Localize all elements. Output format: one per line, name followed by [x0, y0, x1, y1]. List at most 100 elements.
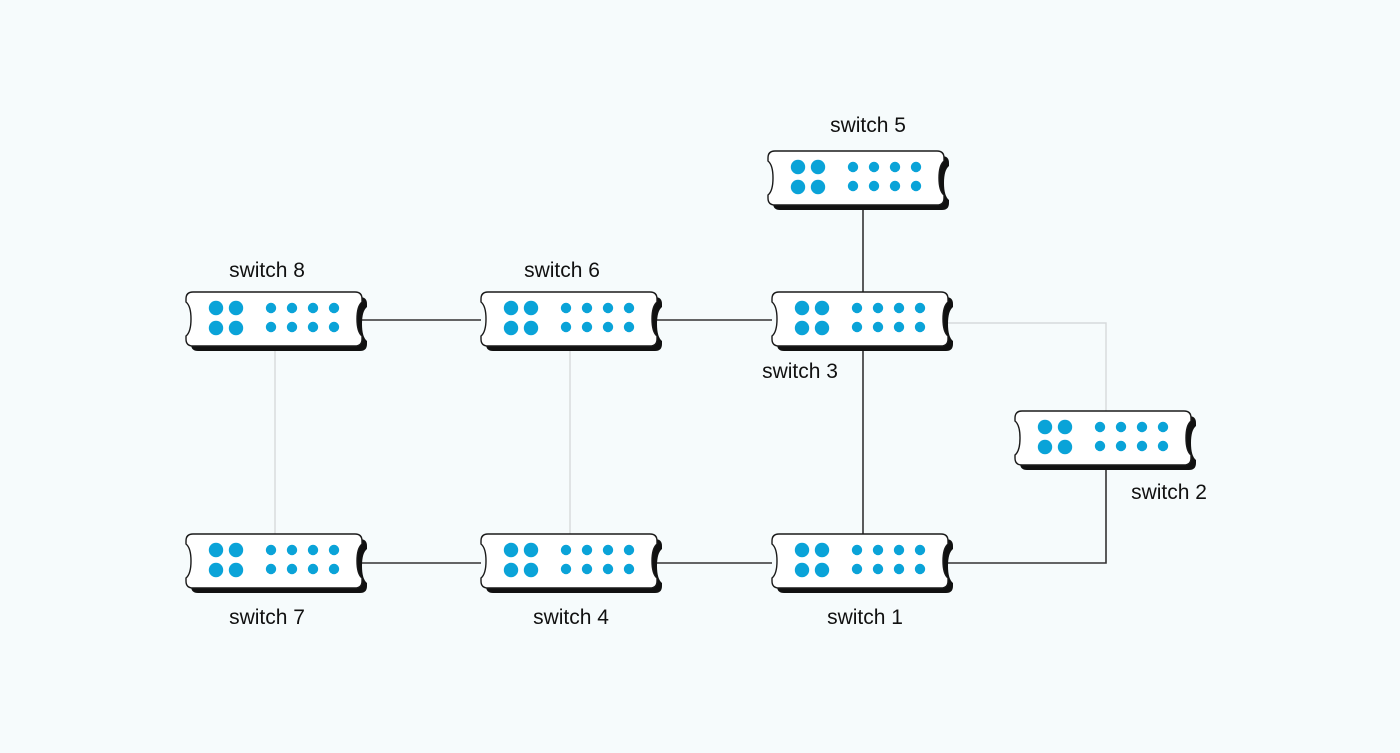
switch-chassis	[767, 150, 945, 206]
uplink-port	[523, 542, 539, 558]
access-port	[265, 563, 277, 575]
switch-label-s5: switch 5	[830, 114, 906, 137]
access-port	[1136, 421, 1148, 433]
access-port	[868, 180, 880, 192]
access-port	[1157, 440, 1169, 452]
access-port	[893, 563, 905, 575]
switch-device-s7[interactable]	[185, 533, 367, 593]
nodes-layer	[185, 150, 1196, 593]
access-port	[851, 321, 863, 333]
access-port	[872, 302, 884, 314]
switch-label-s1: switch 1	[827, 606, 903, 629]
switch-chassis	[480, 533, 658, 589]
access-port	[307, 321, 319, 333]
access-port	[328, 321, 340, 333]
access-port	[1094, 421, 1106, 433]
access-port	[623, 544, 635, 556]
switch-label-s6: switch 6	[524, 259, 600, 282]
access-port	[581, 302, 593, 314]
access-port	[560, 563, 572, 575]
access-port	[1136, 440, 1148, 452]
switch-chassis	[1014, 410, 1192, 466]
uplink-port	[228, 562, 244, 578]
uplink-port	[228, 300, 244, 316]
access-port	[893, 302, 905, 314]
uplink-port	[790, 159, 806, 175]
switch-device-s6[interactable]	[480, 291, 662, 351]
access-port	[307, 302, 319, 314]
access-port	[265, 302, 277, 314]
access-port	[623, 302, 635, 314]
access-port	[307, 544, 319, 556]
access-port	[602, 321, 614, 333]
access-port	[286, 544, 298, 556]
access-port	[328, 302, 340, 314]
access-port	[1157, 421, 1169, 433]
switch-chassis	[185, 533, 363, 589]
access-port	[602, 544, 614, 556]
switch-device-s1[interactable]	[771, 533, 953, 593]
access-port	[893, 544, 905, 556]
uplink-port	[503, 542, 519, 558]
uplink-port	[503, 320, 519, 336]
uplink-port	[794, 542, 810, 558]
access-port	[581, 563, 593, 575]
access-port	[623, 321, 635, 333]
uplink-port	[1037, 439, 1053, 455]
access-port	[910, 161, 922, 173]
access-port	[868, 161, 880, 173]
switch-device-s3[interactable]	[771, 291, 953, 351]
access-port	[889, 180, 901, 192]
uplink-port	[810, 179, 826, 195]
access-port	[889, 161, 901, 173]
switch-device-s2[interactable]	[1014, 410, 1196, 470]
switch-chassis	[185, 291, 363, 347]
access-port	[560, 321, 572, 333]
access-port	[851, 302, 863, 314]
switch-label-s3: switch 3	[762, 360, 838, 383]
access-port	[602, 302, 614, 314]
switch-chassis	[480, 291, 658, 347]
access-port	[872, 563, 884, 575]
uplink-port	[814, 300, 830, 316]
access-port	[328, 563, 340, 575]
uplink-port	[523, 300, 539, 316]
uplink-port	[810, 159, 826, 175]
access-port	[851, 544, 863, 556]
access-port	[623, 563, 635, 575]
uplink-port	[523, 320, 539, 336]
uplink-port	[523, 562, 539, 578]
switch-label-s4: switch 4	[533, 606, 609, 629]
access-port	[1094, 440, 1106, 452]
access-port	[286, 302, 298, 314]
access-port	[265, 321, 277, 333]
switch-device-s8[interactable]	[185, 291, 367, 351]
uplink-port	[814, 562, 830, 578]
access-port	[286, 321, 298, 333]
uplink-port	[794, 320, 810, 336]
uplink-port	[503, 562, 519, 578]
uplink-port	[208, 300, 224, 316]
access-port	[914, 321, 926, 333]
switch-device-s5[interactable]	[767, 150, 949, 210]
switch-chassis	[771, 533, 949, 589]
access-port	[1115, 421, 1127, 433]
uplink-port	[208, 542, 224, 558]
uplink-port	[814, 320, 830, 336]
uplink-port	[794, 562, 810, 578]
uplink-port	[228, 542, 244, 558]
access-port	[265, 544, 277, 556]
access-port	[581, 544, 593, 556]
access-port	[847, 161, 859, 173]
switch-label-s8: switch 8	[229, 259, 305, 282]
switch-chassis	[771, 291, 949, 347]
access-port	[560, 302, 572, 314]
switch-label-s2: switch 2	[1131, 481, 1207, 504]
access-port	[286, 563, 298, 575]
switch-device-s4[interactable]	[480, 533, 662, 593]
uplink-port	[1057, 439, 1073, 455]
uplink-port	[790, 179, 806, 195]
access-port	[914, 302, 926, 314]
switch-label-s7: switch 7	[229, 606, 305, 629]
